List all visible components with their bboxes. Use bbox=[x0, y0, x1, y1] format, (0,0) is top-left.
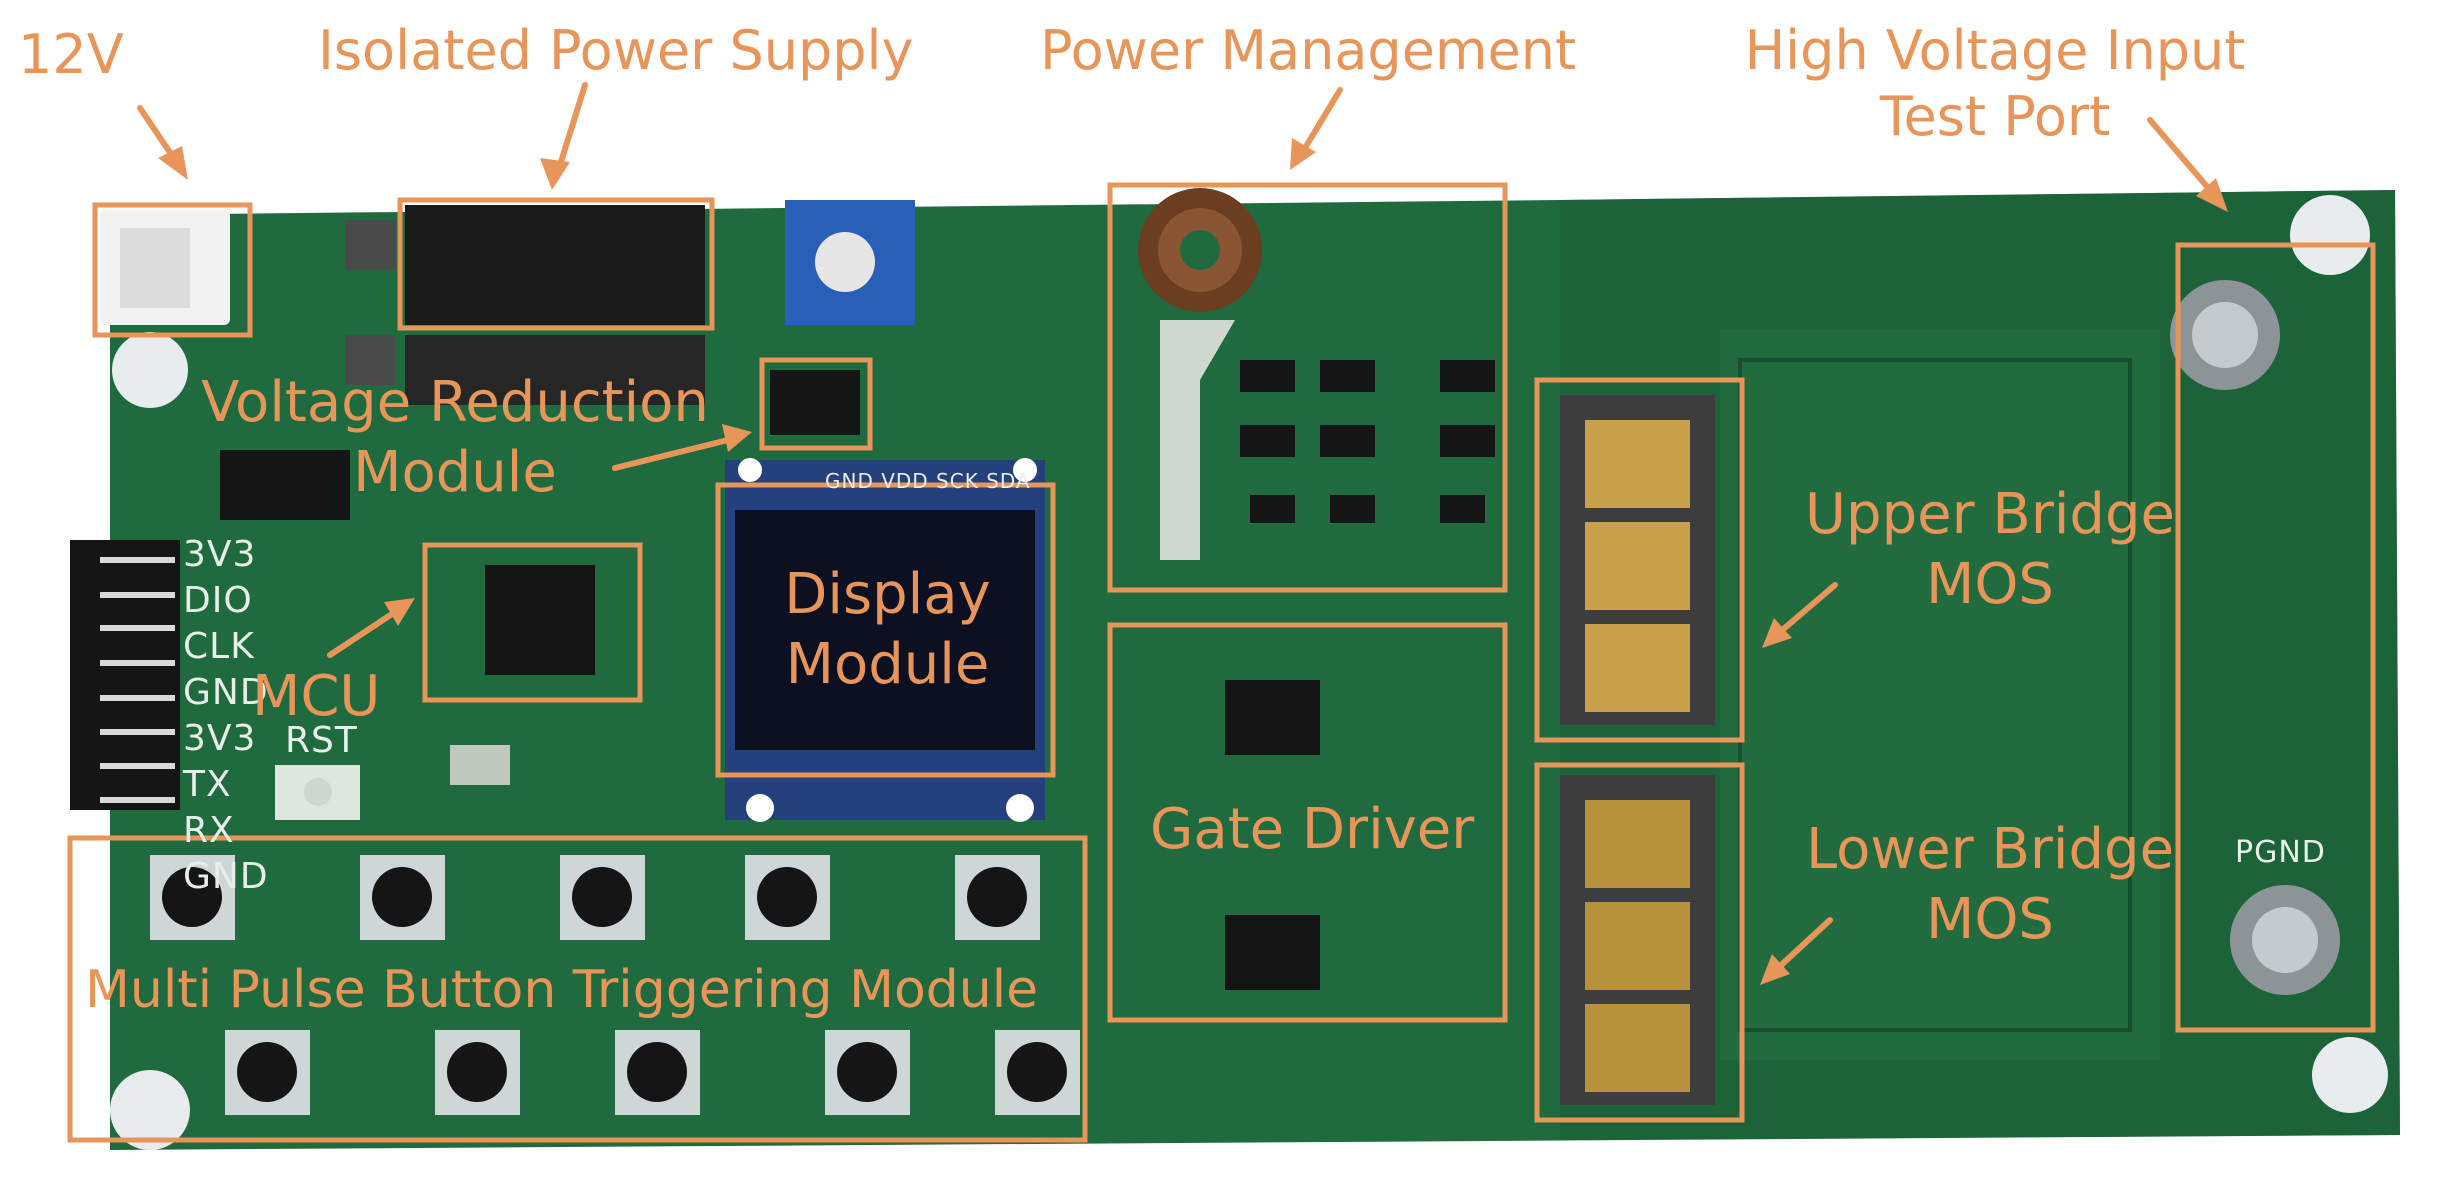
gate-driver-chip bbox=[1225, 915, 1320, 990]
label-line: Voltage Reduction bbox=[201, 370, 709, 435]
oled-screen bbox=[735, 510, 1035, 750]
oled-pin-labels: GND VDD SCK SDA bbox=[825, 469, 1031, 493]
annotation-arrows bbox=[137, 82, 2228, 985]
pgnd-silk-label: PGND bbox=[2235, 835, 2326, 870]
annotation-boxes bbox=[67, 182, 2376, 1143]
label-upper-bridge-mos: Upper Bridge MOS bbox=[1780, 480, 2200, 620]
header-pin-labels: 3V3 DIO CLK GND 3V3 TX RX GND bbox=[183, 532, 273, 900]
voltage-regulator bbox=[770, 370, 860, 435]
pin-label: 3V3 bbox=[183, 718, 257, 759]
copper-pour bbox=[1720, 330, 2160, 1060]
lower-bridge-mosfets bbox=[1560, 775, 1715, 1105]
box-power-management bbox=[1107, 182, 1508, 593]
box-multi-pulse bbox=[67, 835, 1088, 1143]
label-line: Upper Bridge bbox=[1805, 482, 2175, 547]
box-voltage-regulator bbox=[759, 357, 873, 451]
label-line: Module bbox=[353, 440, 557, 505]
box-isolated-power bbox=[397, 197, 715, 331]
label-line: Test Port bbox=[1879, 85, 2111, 148]
box-hv-input bbox=[2175, 242, 2376, 1033]
rst-silk-label: RST bbox=[285, 720, 358, 761]
label-line: Module bbox=[785, 632, 990, 697]
standoff bbox=[110, 1070, 190, 1150]
label-high-voltage-input: High Voltage Input Test Port bbox=[1735, 18, 2255, 150]
crystal bbox=[450, 745, 510, 785]
label-lower-bridge-mos: Lower Bridge MOS bbox=[1780, 815, 2200, 955]
label-voltage-reduction-module: Voltage Reduction Module bbox=[195, 368, 715, 508]
gate-driver-chip bbox=[1225, 680, 1320, 755]
pin-label: RX bbox=[183, 810, 235, 851]
isolated-power-module bbox=[405, 205, 705, 325]
box-lower-mos bbox=[1534, 762, 1745, 1123]
label-display-module: Display Module bbox=[760, 560, 1015, 700]
pin-label: DIO bbox=[183, 580, 253, 621]
box-upper-mos bbox=[1534, 377, 1745, 743]
inductor-lead bbox=[1160, 320, 1235, 560]
label-line: MOS bbox=[1926, 887, 2054, 952]
component bbox=[345, 335, 395, 385]
smd-components bbox=[1240, 360, 1495, 523]
label-multi-pulse-button-module: Multi Pulse Button Triggering Module bbox=[85, 960, 1039, 1020]
standoff bbox=[2312, 1037, 2388, 1113]
tactile-buttons bbox=[150, 855, 1080, 1115]
header-pins bbox=[100, 557, 175, 803]
label-line: MOS bbox=[1926, 552, 2054, 617]
label-line: High Voltage Input bbox=[1744, 19, 2246, 82]
standoff bbox=[2290, 195, 2370, 275]
label-line: Lower Bridge bbox=[1805, 817, 2175, 882]
box-display bbox=[715, 482, 1056, 778]
label-isolated-power-supply: Isolated Power Supply bbox=[318, 19, 914, 82]
box-mcu bbox=[422, 542, 643, 703]
mcu-chip bbox=[485, 565, 595, 675]
isolated-power-module bbox=[405, 335, 705, 405]
pin-label: 3V3 bbox=[183, 534, 257, 575]
component bbox=[345, 220, 395, 270]
pin-label: TX bbox=[183, 764, 232, 805]
upper-bridge-mosfets bbox=[1560, 395, 1715, 725]
power-connector-inner bbox=[120, 228, 190, 308]
standoff bbox=[112, 332, 188, 408]
label-gate-driver: Gate Driver bbox=[1150, 797, 1475, 862]
label-12v: 12V bbox=[18, 23, 124, 86]
potentiometer-knob bbox=[815, 232, 875, 292]
jumper bbox=[220, 450, 350, 520]
pin-label: GND bbox=[183, 672, 269, 713]
box-gate-driver bbox=[1107, 622, 1508, 1023]
label-mcu: MCU bbox=[252, 664, 381, 729]
label-line: Display bbox=[784, 562, 991, 627]
label-power-management: Power Management bbox=[1040, 19, 1577, 82]
pin-label: GND bbox=[183, 856, 269, 897]
pin-header bbox=[70, 540, 180, 810]
pin-label: CLK bbox=[183, 626, 255, 667]
box-12v-connector bbox=[92, 202, 253, 338]
